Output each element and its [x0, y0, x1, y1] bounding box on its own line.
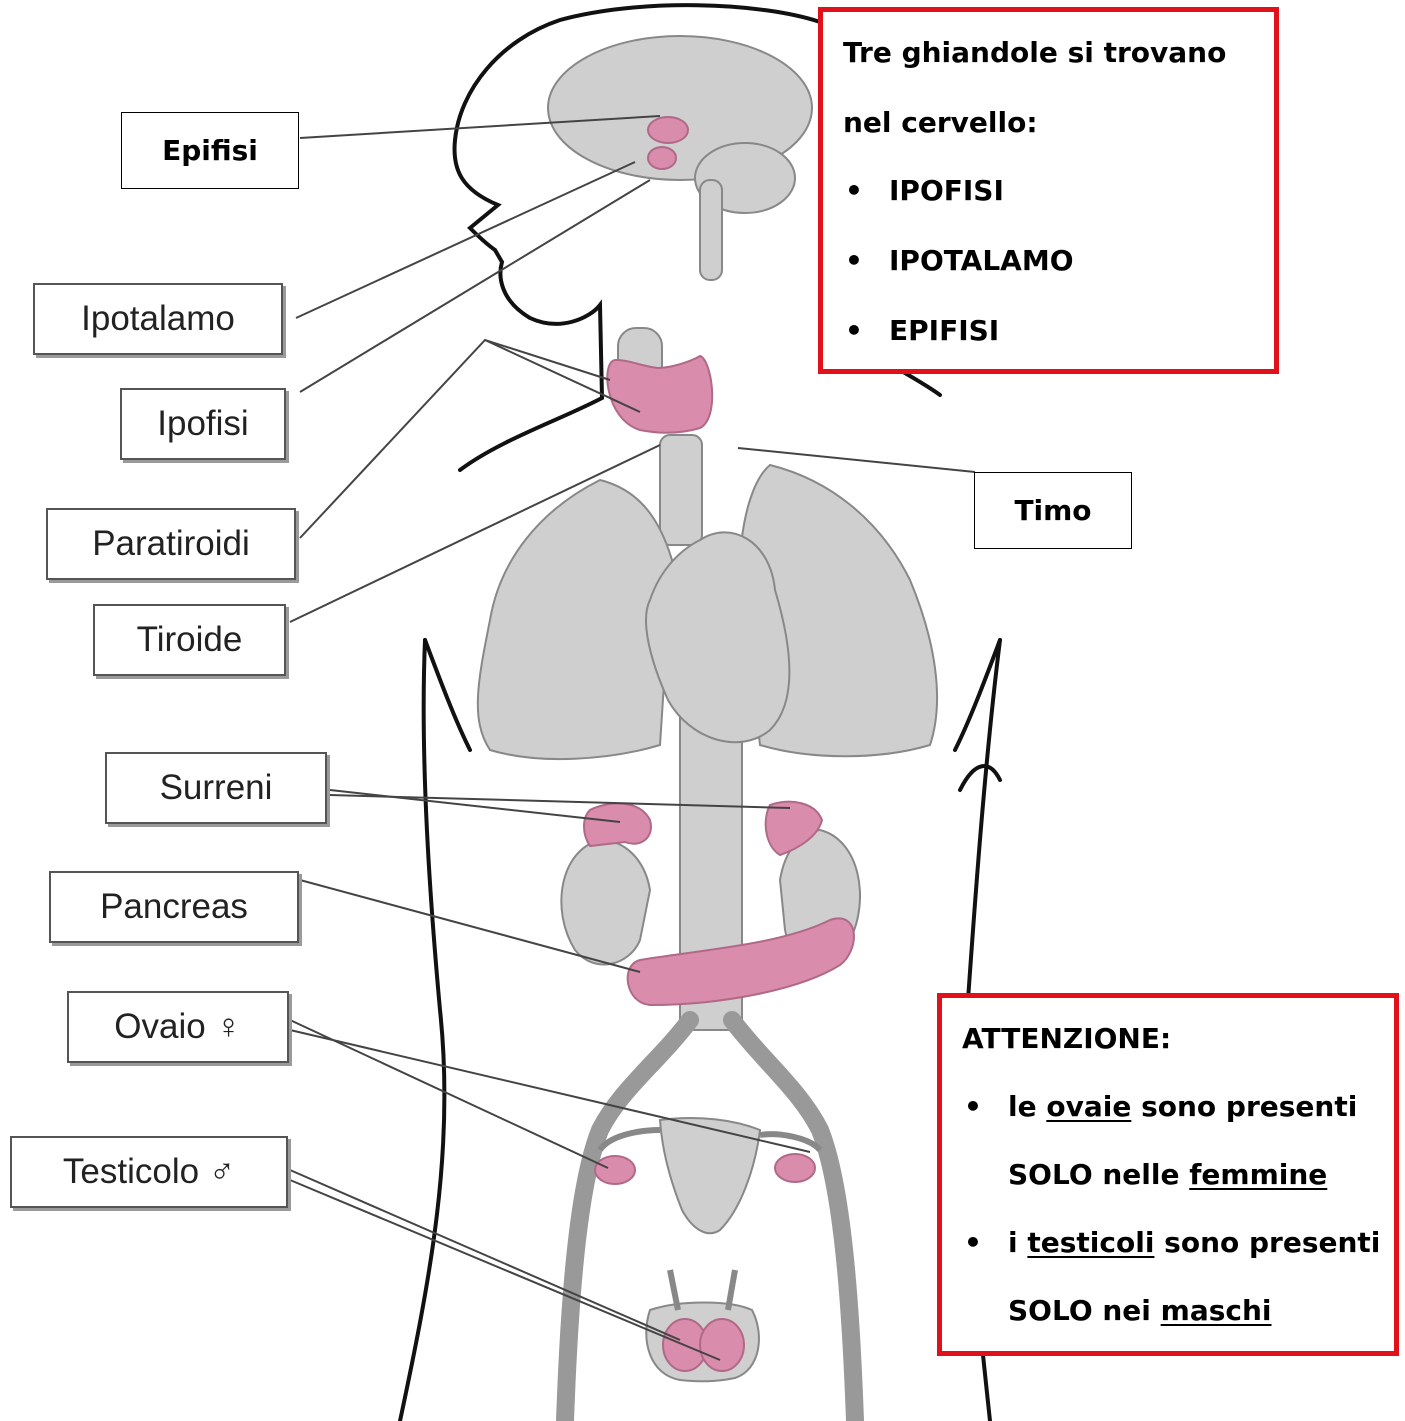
attention-bullet-ovaie-line2: SOLO nelle femmine [1008, 1158, 1327, 1191]
maschi-underlined: maschi [1161, 1294, 1272, 1327]
label-tiroide: Tiroide [93, 604, 286, 676]
label-testicolo: Testicolo ♂ [10, 1136, 288, 1208]
brain-note-item-epifisi: •EPIFISI [845, 314, 999, 347]
label-ipofisi: Ipofisi [120, 388, 286, 460]
label-surreni: Surreni [105, 752, 327, 824]
testes [646, 1270, 759, 1381]
femmine-underlined: femmine [1189, 1158, 1327, 1191]
brain-note-line2: nel cervello: [843, 106, 1038, 139]
attention-note: ATTENZIONE: •le ovaie sono presenti SOLO… [937, 993, 1399, 1356]
label-ipotalamo: Ipotalamo [33, 283, 283, 355]
ovaie-underlined: ovaie [1046, 1090, 1131, 1123]
brain [548, 36, 812, 280]
attention-bullet-ovaie: •le ovaie sono presenti [964, 1090, 1357, 1123]
testicoli-underlined: testicoli [1027, 1226, 1154, 1259]
brain-note-line1: Tre ghiandole si trovano [843, 36, 1226, 69]
label-paratiroidi: Paratiroidi [46, 508, 296, 580]
label-timo: Timo [974, 472, 1132, 549]
brain-note-item-ipofisi: •IPOFISI [845, 174, 1004, 207]
brain-note-item-ipotalamo: •IPOTALAMO [845, 244, 1074, 277]
attention-bullet-testicoli-line2: SOLO nei maschi [1008, 1294, 1272, 1327]
thyroid-area [607, 328, 712, 433]
brain-glands-note: Tre ghiandole si trovano nel cervello: •… [818, 7, 1279, 374]
label-ovaio: Ovaio ♀ [67, 991, 289, 1063]
attention-title: ATTENZIONE: [962, 1022, 1171, 1055]
attention-bullet-testicoli: •i testicoli sono presenti [964, 1226, 1380, 1259]
label-epifisi: Epifisi [121, 112, 299, 189]
label-pancreas: Pancreas [49, 871, 299, 943]
